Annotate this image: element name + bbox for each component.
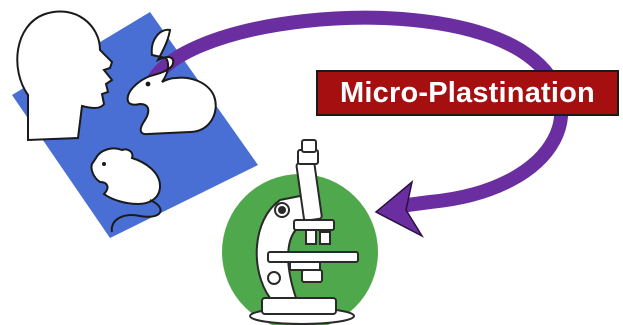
mouse-icon [90, 147, 162, 233]
label-background [316, 70, 619, 116]
arrow-head [374, 180, 425, 238]
microscope-icon [249, 139, 359, 325]
microscope-backdrop-circle [222, 174, 378, 325]
process-arrow [143, 10, 569, 213]
process-label-text: Micro-Plastination [340, 76, 595, 109]
process-label: Micro-Plastination [316, 70, 619, 116]
rabbit-icon [126, 28, 217, 136]
human-head-icon [16, 10, 114, 142]
